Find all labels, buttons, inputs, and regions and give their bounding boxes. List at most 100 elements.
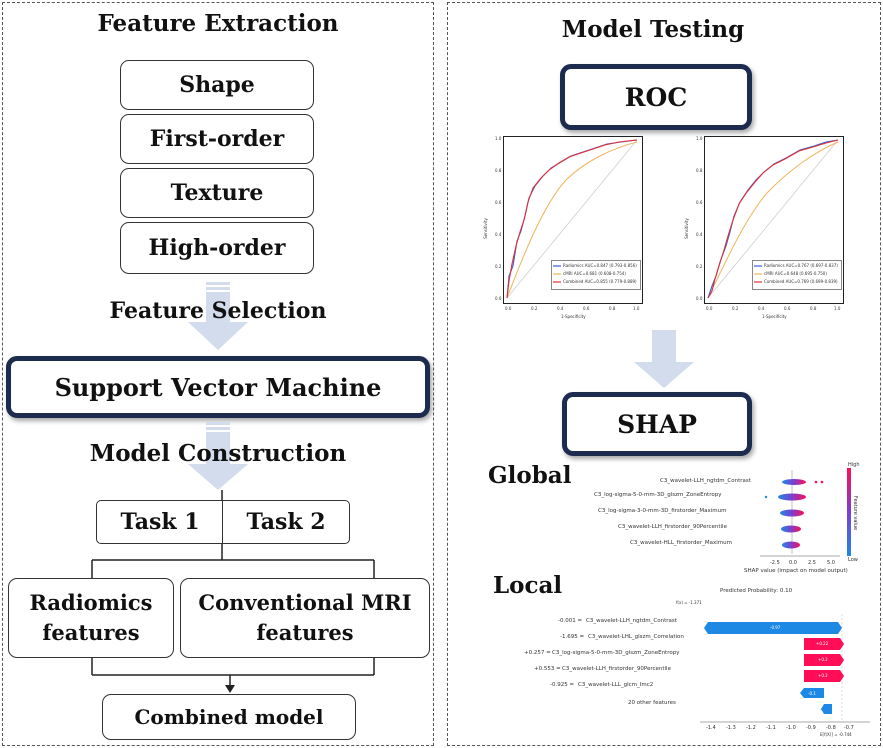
shap-local-xlabel: E[f(X)] = -0.744 bbox=[820, 732, 852, 737]
shap-global-xtick-4: 5.0 bbox=[827, 560, 835, 566]
shap-local-bar-label-1: -0.97 bbox=[770, 625, 781, 630]
shap-local-bar-label-2: +0.22 bbox=[816, 641, 829, 646]
roc-1-xtick-5: 0.8 bbox=[609, 306, 616, 311]
conventional-mri-box: Conventional MRI features bbox=[180, 578, 430, 658]
shap-feature-2: C3_log-sigma-5-0-mm-3D_glszm_ZoneEntropy bbox=[594, 492, 722, 498]
feature-box-high-order: High-order bbox=[120, 222, 314, 274]
shap-local-value-4: +0.553 = bbox=[534, 666, 561, 672]
shap-local-bar-label-5: -0.1 bbox=[808, 691, 816, 696]
shap-local-feature-2: C3_wavelet-LHL_glszm_Correlation bbox=[588, 634, 684, 640]
shap-global-xtick-2: 0.0 bbox=[789, 560, 797, 566]
shap-local-title: Predicted Probability: 0.10 bbox=[720, 588, 793, 594]
roc-1-ytick-3: 0.6 bbox=[495, 200, 502, 205]
shap-global-swarm bbox=[760, 470, 840, 557]
shap-colorbar-low: Low bbox=[848, 557, 858, 563]
roc-plot-2: 1.0 0.8 0.6 0.4 0.2 0.0 0.0 0.2 0.4 0.6 … bbox=[674, 130, 846, 330]
roc-1-xtick-3: 0.4 bbox=[557, 306, 564, 311]
right-panel bbox=[447, 2, 881, 746]
shap-local-fx: f(x) = -1.371 bbox=[676, 600, 702, 605]
shap-local-value-3: +0.257 = bbox=[524, 650, 551, 656]
shap-local-xtick-3: -1.2 bbox=[746, 725, 756, 731]
roc-1-xtick-1: 0.0 bbox=[505, 306, 512, 311]
roc-2-xtick-6: 1.0 bbox=[834, 306, 841, 311]
roc-1-xtick-4: 0.6 bbox=[583, 306, 590, 311]
shap-local-bar-label-3: +0.2 bbox=[818, 657, 828, 662]
shap-local-plot: Predicted Probability: 0.10 f(x) = -1.37… bbox=[524, 588, 870, 738]
shap-local-xtick-4: -1.1 bbox=[766, 725, 776, 731]
shap-box: SHAP bbox=[562, 392, 752, 456]
shap-colorbar bbox=[847, 468, 851, 556]
shap-local-value-1: -0.001 = bbox=[558, 618, 583, 624]
roc-2-xtick-2: 0.2 bbox=[732, 306, 739, 311]
shap-feature-4: C3_wavelet-LLH_firstorder_90Percentile bbox=[618, 524, 727, 530]
shap-colorbar-label: Feature value bbox=[852, 495, 859, 531]
down-arrow-3 bbox=[634, 330, 694, 388]
roc-1-ytick-1: 1.0 bbox=[495, 136, 502, 141]
roc-2-ytick-5: 0.2 bbox=[696, 264, 703, 269]
shap-local-feature-1: C3_wavelet-LLH_ngtdm_Contrast bbox=[586, 618, 677, 624]
roc-1-legend-swatches bbox=[553, 265, 561, 283]
combined-model-box: Combined model bbox=[102, 694, 356, 740]
model-testing-title: Model Testing bbox=[561, 16, 745, 43]
shap-feature-3: C3_log-sigma-3-0-mm-3D_firstorder_Maximu… bbox=[598, 508, 727, 514]
down-arrow-2 bbox=[188, 422, 248, 490]
roc-2-xtick-1: 0.0 bbox=[706, 306, 713, 311]
feature-selection-title: Feature Selection bbox=[109, 298, 327, 324]
roc-2-legend-2: cMRI AUC=0.648 (0.695-0.750) bbox=[764, 271, 827, 276]
shap-local-xtick-1: -1.4 bbox=[706, 725, 716, 731]
roc-2-xlabel: 1-Specificity bbox=[762, 314, 787, 319]
roc-1-xlabel: 1-Specificity bbox=[561, 314, 586, 319]
roc-plot-1-curves bbox=[506, 139, 638, 299]
roc-box: ROC bbox=[560, 64, 752, 130]
model-construction-title: Model Construction bbox=[89, 440, 347, 467]
shap-local-xtick-2: -1.3 bbox=[726, 725, 736, 731]
shap-local-value-2: -1.695 = bbox=[560, 634, 585, 640]
shap-local-value-5: -0.925 = bbox=[550, 682, 575, 688]
roc-1-ytick-2: 0.8 bbox=[495, 168, 502, 173]
roc-1-xtick-6: 1.0 bbox=[633, 306, 640, 311]
roc-2-legend-3: Combined AUC=0.769 (0.699-0.839) bbox=[764, 279, 838, 284]
shap-feature-5: C3_wavelet-HLL_firstorder_Maximum bbox=[630, 540, 732, 546]
feature-box-shape: Shape bbox=[120, 60, 314, 110]
roc-2-ytick-6: 0.0 bbox=[696, 296, 703, 301]
roc-1-ylabel: Sensitivity bbox=[482, 218, 488, 239]
shap-local-bar-label-4: +0.2 bbox=[818, 673, 828, 678]
roc-1-legend-3: Combined AUC=0.855 (0.779-0.889) bbox=[563, 279, 637, 284]
shap-local-feature-3: C3_log-sigma-5-0-mm-3D_glszm_ZoneEntropy bbox=[552, 650, 680, 656]
roc-1-ytick-5: 0.2 bbox=[495, 264, 502, 269]
down-arrow-1 bbox=[188, 282, 248, 350]
shap-local-bar-label-6: -0.04 bbox=[820, 707, 831, 712]
shap-local-xtick-7: -0.8 bbox=[826, 725, 836, 731]
shap-colorbar-high: High bbox=[848, 462, 860, 468]
shap-global-xlabel: SHAP value (impact on model output) bbox=[744, 568, 848, 574]
radiomics-features-box: Radiomics features bbox=[8, 578, 174, 658]
roc-2-ytick-3: 0.6 bbox=[696, 200, 703, 205]
svm-box: Support Vector Machine bbox=[6, 356, 430, 418]
global-label: Global bbox=[488, 462, 572, 489]
shap-global-plot: C3_wavelet-LLH_ngtdm_Contrast C3_log-sig… bbox=[560, 462, 860, 582]
roc-2-xtick-4: 0.6 bbox=[784, 306, 791, 311]
roc-1-ytick-6: 0.0 bbox=[495, 296, 502, 301]
task2-box: Task 2 bbox=[222, 500, 350, 544]
shap-local-feature-4: C3_wavelet-LLH_firstorder_90Percentile bbox=[562, 666, 671, 672]
roc-plot-1: 1.0 0.8 0.6 0.4 0.2 0.0 0.0 0.2 0.4 0.6 … bbox=[473, 130, 645, 330]
roc-2-ylabel: Sensitivity bbox=[683, 218, 689, 239]
shap-global-xtick-3: 2.5 bbox=[808, 560, 816, 566]
feature-extraction-title: Feature Extraction bbox=[97, 10, 339, 37]
shap-local-feature-5: C3_wavelet-LLL_glcm_Imc2 bbox=[578, 682, 654, 688]
roc-2-legend-swatches bbox=[754, 265, 762, 283]
roc-2-ytick-2: 0.8 bbox=[696, 168, 703, 173]
local-label: Local bbox=[493, 572, 563, 599]
feature-box-texture: Texture bbox=[120, 168, 314, 218]
roc-1-legend-1: Radiomics AUC=0.847 (0.793-0.856) bbox=[563, 263, 637, 268]
roc-1-legend-2: cMRI AUC=0.681 (0.608-0.754) bbox=[563, 271, 626, 276]
shap-local-xtick-5: -1.0 bbox=[786, 725, 796, 731]
shap-local-xtick-6: -0.9 bbox=[806, 725, 816, 731]
roc-1-xtick-2: 0.2 bbox=[531, 306, 538, 311]
roc-1-ytick-4: 0.4 bbox=[495, 232, 502, 237]
roc-2-xtick-5: 0.8 bbox=[810, 306, 817, 311]
shap-local-xtick-8: -0.7 bbox=[844, 725, 854, 731]
shap-local-feature-6: 20 other features bbox=[628, 700, 676, 706]
roc-2-xtick-3: 0.4 bbox=[758, 306, 765, 311]
